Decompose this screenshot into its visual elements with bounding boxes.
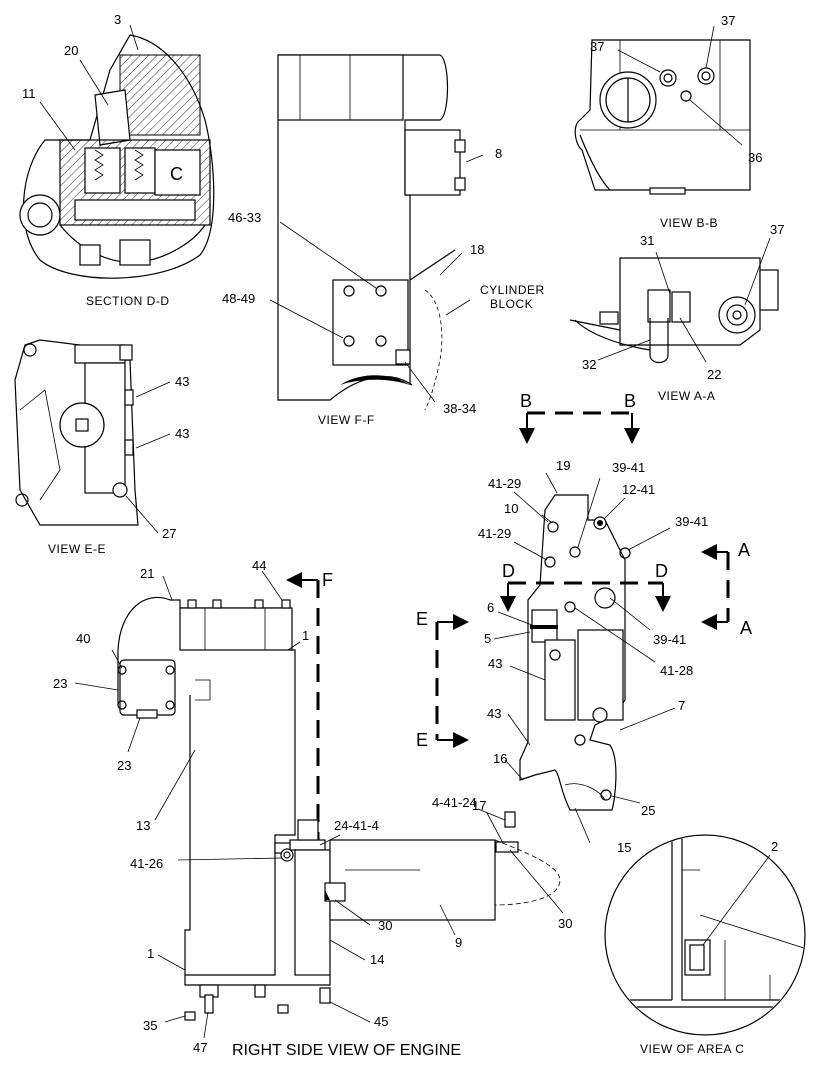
view-aa-drawing: [569, 237, 779, 364]
callout-27: 27: [162, 526, 176, 541]
block-label: BLOCK: [490, 297, 533, 311]
callout-47: 47: [193, 1040, 207, 1055]
c-mark: C: [170, 164, 183, 184]
callout-32: 32: [582, 357, 596, 372]
callout-9: 9: [455, 935, 462, 950]
callout-16: 16: [493, 751, 507, 766]
callout-15: 15: [617, 840, 631, 855]
callout-31: 31: [640, 233, 654, 248]
callout-43-ee-top: 43: [175, 374, 189, 389]
section-cut-dd: [500, 581, 671, 612]
callout-7: 7: [678, 698, 685, 713]
callout-40: 40: [76, 631, 90, 646]
callout-10: 10: [504, 501, 518, 516]
callout-37-top: 37: [721, 13, 735, 28]
section-cut-ff: [286, 572, 320, 853]
callout-13: 13: [136, 818, 150, 833]
view-ee-drawing: [14, 339, 171, 534]
section-cut-ee: [435, 614, 469, 748]
callout-30-left: 30: [378, 918, 392, 933]
callout-38-34: 38-34: [443, 401, 476, 416]
section-cut-bb: [519, 411, 640, 444]
section-dd-drawing: C: [19, 24, 215, 279]
callout-14: 14: [370, 952, 384, 967]
callout-48-49: 48-49: [222, 291, 255, 306]
callout-41-28: 41-28: [660, 663, 693, 678]
callout-39-41-top: 39-41: [612, 460, 645, 475]
callout-3: 3: [114, 12, 121, 27]
callout-8: 8: [495, 146, 502, 161]
section-cut-aa: [701, 544, 730, 630]
callout-41-26: 41-26: [130, 856, 163, 871]
section-e-top: E: [416, 609, 428, 629]
callout-18: 18: [470, 242, 484, 257]
callout-36: 36: [748, 150, 762, 165]
callout-5: 5: [484, 631, 491, 646]
view-ff-caption: VIEW F-F: [318, 413, 375, 427]
section-b-left: B: [520, 391, 532, 411]
callout-1-top: 1: [302, 628, 309, 643]
section-e-bottom: E: [416, 730, 428, 750]
main-view-drawing: [74, 570, 561, 1039]
callout-6: 6: [487, 600, 494, 615]
view-ee-caption: VIEW E-E: [48, 542, 106, 556]
callout-12-41: 12-41: [622, 482, 655, 497]
callout-24-41-4: 24-41-4: [334, 818, 379, 833]
callout-20: 20: [64, 43, 78, 58]
callout-11: 11: [22, 86, 36, 101]
callout-39-41-low: 39-41: [653, 632, 686, 647]
main-view-title: RIGHT SIDE VIEW OF ENGINE: [232, 1042, 461, 1059]
view-bb-drawing: [574, 25, 751, 195]
view-bb-caption: VIEW B-B: [660, 216, 718, 230]
callout-46-33: 46-33: [228, 210, 261, 225]
callout-43-a: 43: [488, 656, 502, 671]
callout-22: 22: [707, 367, 721, 382]
section-dd-caption: SECTION D-D: [86, 294, 170, 308]
section-d-right: D: [655, 561, 668, 581]
area-c-drawing: [604, 834, 806, 1036]
callout-37-aa: 37: [770, 222, 784, 237]
callout-44: 44: [252, 558, 266, 573]
callout-21: 21: [140, 566, 154, 581]
callout-37-left: 37: [590, 39, 604, 54]
view-ff-drawing: [269, 54, 484, 411]
callout-23-left: 23: [53, 676, 67, 691]
callout-41-29-mid: 41-29: [478, 526, 511, 541]
callout-43-b: 43: [487, 706, 501, 721]
section-a-bottom: A: [740, 618, 752, 638]
callout-41-29-top: 41-29: [488, 476, 521, 491]
callout-43-ee-bottom: 43: [175, 426, 189, 441]
callout-30-right: 30: [558, 916, 572, 931]
callout-35: 35: [143, 1018, 157, 1033]
view-aa-caption: VIEW A-A: [658, 389, 715, 403]
callout-17: 17: [472, 798, 486, 813]
section-b-right: B: [624, 391, 636, 411]
callout-19: 19: [556, 458, 570, 473]
cylinder-label: CYLINDER: [480, 283, 545, 297]
callout-25: 25: [641, 803, 655, 818]
callout-39-41-mid: 39-41: [675, 514, 708, 529]
section-a-top: A: [738, 540, 750, 560]
callout-2: 2: [771, 839, 778, 854]
area-c-caption: VIEW OF AREA C: [640, 1042, 744, 1056]
section-f-top: F: [322, 570, 333, 590]
right-assembly-drawing: [477, 472, 676, 914]
callout-45: 45: [374, 1014, 388, 1029]
section-d-left: D: [502, 561, 515, 581]
callout-1-bottom: 1: [147, 946, 154, 961]
callout-4-41-24: 4-41-24: [432, 795, 477, 810]
callout-23-bottom: 23: [117, 758, 131, 773]
